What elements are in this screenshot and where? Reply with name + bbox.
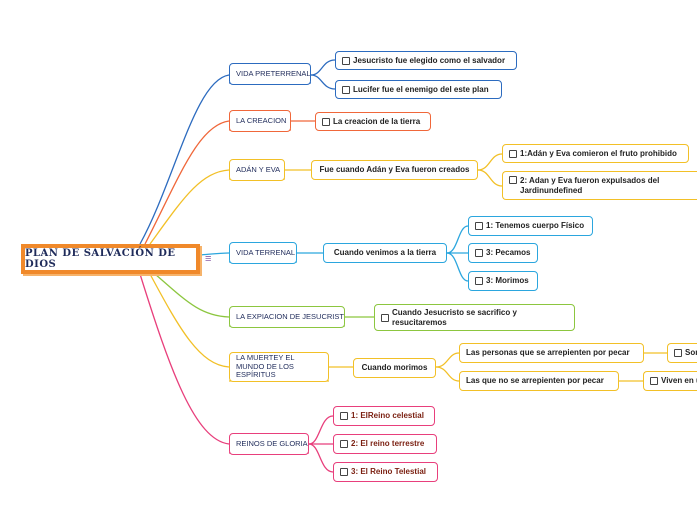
label-re-child-3: 3: El Reino Telestial — [351, 467, 426, 477]
connector-vt-1 — [446, 225, 469, 254]
checkbox-icon[interactable] — [342, 85, 350, 94]
label-mu-leaf-1: Son — [685, 348, 697, 358]
node-mu-sub[interactable]: Cuando morimos — [353, 358, 436, 378]
checkbox-icon[interactable] — [650, 377, 658, 385]
connector-vp-2 — [310, 74, 336, 90]
node-vt-child-3[interactable]: 3: Morimos — [468, 271, 538, 291]
label-ae-sub: Fue cuando Adán y Eva fueron creados — [319, 165, 470, 175]
connector-root-reinos — [139, 273, 230, 445]
checkbox-icon[interactable] — [674, 349, 682, 357]
node-ex-child-1[interactable]: Cuando Jesucristo se sacrifico y resucit… — [374, 304, 575, 331]
node-reinos[interactable]: REINOS DE GLORIA — [229, 433, 309, 455]
node-muerte[interactable]: LA MUERTEY EL MUNDO DE LOS ESPÍRITUS — [229, 352, 329, 382]
label-reinos: REINOS DE GLORIA — [236, 438, 308, 448]
node-vp-child-1[interactable]: Jesucristo fue elegido como el salvador — [335, 51, 517, 70]
node-vida-terrenal[interactable]: VIDA TERRENAL — [229, 242, 297, 264]
label-vt-child-2: 3: Pecamos — [486, 248, 531, 258]
node-vt-child-2[interactable]: 3: Pecamos — [468, 243, 538, 263]
connector-re-3 — [308, 443, 334, 473]
checkbox-icon[interactable] — [322, 117, 330, 126]
label-vp-child-1: Jesucristo fue elegido como el salvador — [353, 55, 506, 65]
label-vt-sub: Cuando venimos a la tierra — [333, 248, 437, 258]
label-ae-child-1: 1:Adán y Eva comieron el fruto prohibido — [520, 148, 677, 158]
menu-icon[interactable]: ≡ — [205, 253, 212, 265]
connector-vp-1 — [310, 59, 336, 76]
node-vt-child-1[interactable]: 1: Tenemos cuerpo Físico — [468, 216, 593, 236]
checkbox-icon[interactable] — [340, 412, 348, 420]
label-mu-leaf-2: Viven en u — [661, 376, 697, 386]
connector-vt-3 — [446, 252, 469, 282]
checkbox-icon[interactable] — [381, 313, 389, 322]
label-mu-sub: Cuando morimos — [361, 363, 428, 373]
node-lc-child-1[interactable]: La creacion de la tierra — [315, 112, 431, 131]
connector-root-expiacion — [154, 273, 230, 318]
label-vida-preterrenal: VIDA PRETERRENAL — [236, 68, 311, 78]
label-mu-child-1: Las personas que se arrepienten por peca… — [466, 348, 630, 358]
label-adan-y-eva: ADÁN Y EVA — [236, 164, 281, 174]
checkbox-icon[interactable] — [509, 149, 517, 158]
node-re-child-1[interactable]: 1: ElReino celestial — [333, 406, 435, 426]
checkbox-icon[interactable] — [475, 249, 483, 257]
node-ae-child-1[interactable]: 1:Adán y Eva comieron el fruto prohibido — [502, 144, 689, 163]
checkbox-icon[interactable] — [340, 468, 348, 476]
node-mu-child-2[interactable]: Las que no se arrepienten por pecar — [459, 371, 619, 391]
connector-ae-1 — [477, 153, 503, 171]
connector-re-1 — [308, 415, 334, 445]
label-la-creacion: LA CREACION — [236, 115, 287, 125]
node-expiacion[interactable]: LA EXPIACION DE JESUCRISTO — [229, 306, 345, 328]
node-ae-child-2[interactable]: 2: Adan y Eva fueron expulsados del Jard… — [502, 171, 697, 200]
label-re-child-1: 1: ElReino celestial — [351, 411, 424, 421]
node-la-creacion[interactable]: LA CREACION — [229, 110, 291, 132]
label-vp-child-2: Lucifer fue el enemigo del este plan — [353, 84, 489, 94]
connector-ae-2 — [477, 169, 503, 187]
node-vida-preterrenal[interactable]: VIDA PRETERRENAL — [229, 63, 311, 85]
label-expiacion: LA EXPIACION DE JESUCRISTO — [236, 311, 345, 321]
label-ex-child-1: Cuando Jesucristo se sacrifico y resucit… — [392, 308, 517, 327]
node-mu-leaf-1[interactable]: Son — [667, 343, 697, 363]
checkbox-icon[interactable] — [342, 56, 350, 65]
label-re-child-2: 2: El reino terrestre — [351, 439, 425, 449]
checkbox-icon[interactable] — [340, 440, 348, 448]
node-re-child-2[interactable]: 2: El reino terrestre — [333, 434, 437, 454]
connector-root-muerte — [149, 273, 230, 368]
node-adan-y-eva[interactable]: ADÁN Y EVA — [229, 159, 285, 181]
label-vt-child-1: 1: Tenemos cuerpo Físico — [486, 221, 585, 231]
checkbox-icon[interactable] — [475, 222, 483, 230]
label-mu-child-2: Las que no se arrepienten por pecar — [466, 376, 604, 386]
connector-root-vida-preterrenal — [139, 74, 230, 245]
node-re-child-3[interactable]: 3: El Reino Telestial — [333, 462, 438, 482]
root-node[interactable]: PLAN DE SALVACIÓN DE DIOS — [21, 244, 200, 274]
node-ae-sub[interactable]: Fue cuando Adán y Eva fueron creados — [311, 160, 478, 180]
connector-mu-2 — [435, 366, 460, 382]
root-label: PLAN DE SALVACIÓN DE DIOS — [25, 248, 176, 270]
label-vt-child-3: 3: Morimos — [486, 276, 529, 286]
connector-root-adan-y-eva — [149, 169, 230, 245]
node-mu-child-1[interactable]: Las personas que se arrepienten por peca… — [459, 343, 644, 363]
label-ae-child-2: 2: Adan y Eva fueron expulsados del Jard… — [520, 176, 660, 195]
label-muerte: LA MUERTEY EL MUNDO DE LOS ESPÍRITUS — [236, 353, 295, 380]
checkbox-icon[interactable] — [509, 176, 517, 184]
label-vida-terrenal: VIDA TERRENAL — [236, 247, 296, 257]
connector-root-vida-terrenal — [199, 252, 230, 256]
node-vt-sub[interactable]: Cuando venimos a la tierra — [323, 243, 447, 263]
connector-root-la-creacion — [144, 120, 230, 245]
node-mu-leaf-2[interactable]: Viven en u — [643, 371, 697, 391]
checkbox-icon[interactable] — [475, 277, 483, 285]
node-vp-child-2[interactable]: Lucifer fue el enemigo del este plan — [335, 80, 502, 99]
label-lc-child-1: La creacion de la tierra — [333, 116, 421, 126]
connector-mu-1 — [435, 352, 460, 368]
